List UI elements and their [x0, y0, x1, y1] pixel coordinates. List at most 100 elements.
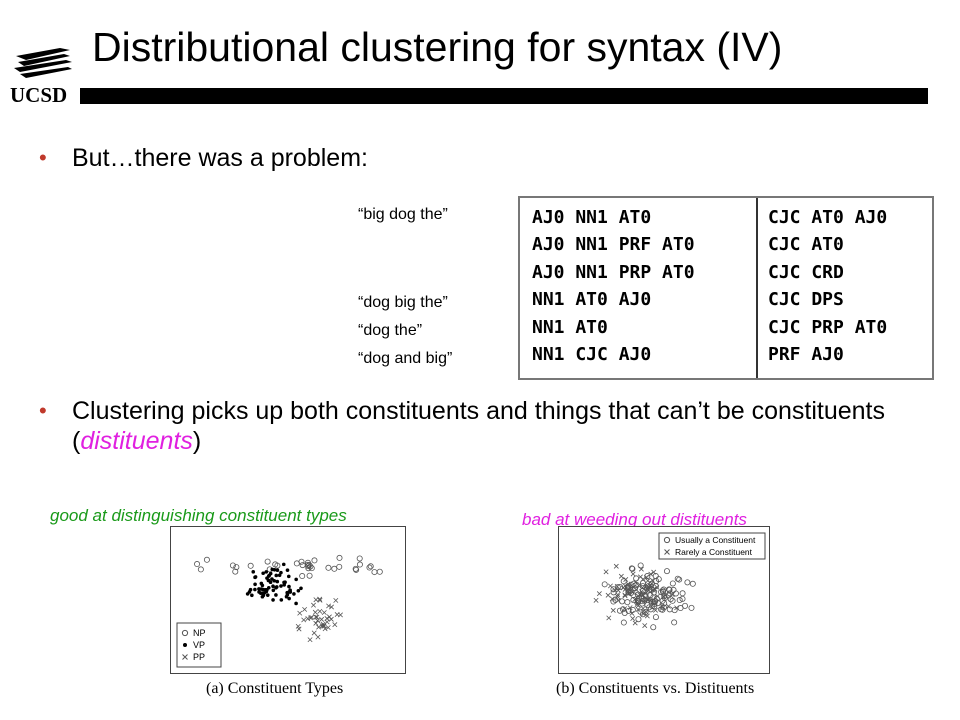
scatter-point-circle	[674, 575, 681, 582]
scatter-point-dot	[253, 575, 258, 579]
tag-cell: CJC AT0	[768, 234, 844, 256]
tag-cell: CJC DPS	[768, 289, 844, 311]
quote-4: “dog and big”	[358, 350, 453, 367]
legend-x-icon	[664, 549, 670, 555]
scatter-point-circle	[353, 566, 360, 573]
caption-good: good at distinguishing constituent types	[50, 506, 347, 525]
bullet-1: • But…there was a problem:	[39, 143, 368, 173]
scatter-point-circle	[620, 578, 627, 585]
tag-cell: NN1 CJC AJ0	[532, 343, 652, 365]
legend-x-icon	[182, 654, 188, 660]
scatter-point-circle	[677, 605, 684, 612]
scatter-point-dot	[287, 596, 291, 601]
scatter-point-x	[622, 583, 628, 589]
scatter-point-x	[333, 597, 339, 603]
scatter-point-dot	[275, 568, 280, 573]
bullet-2-close: )	[192, 427, 202, 455]
scatter-point-circle	[356, 555, 363, 562]
scatter-point-x	[313, 620, 319, 626]
scatter-point-x	[635, 606, 641, 612]
scatter-point-circle	[663, 568, 670, 575]
scatter-point-x	[640, 576, 646, 582]
scatter-point-dot	[268, 571, 273, 576]
scatter-point-circle	[376, 568, 383, 575]
scatter-point-circle	[197, 566, 204, 573]
quote-2: “dog big the”	[358, 294, 448, 311]
scatter-a: NP VP PP	[176, 554, 383, 668]
scatter-point-x	[297, 610, 303, 616]
scatter-point-circle	[229, 562, 236, 569]
scatter-point-circle	[635, 591, 642, 598]
scatter-point-dot	[288, 590, 293, 594]
scatter-point-circle	[635, 616, 642, 623]
scatter-point-x	[639, 589, 645, 595]
scatter-point-x	[635, 602, 641, 608]
scatter-point-x	[325, 625, 331, 631]
legend-box-b	[658, 532, 766, 560]
scatter-point-circle	[620, 619, 627, 626]
scatter-point-circle	[651, 601, 658, 608]
scatter-point-circle	[336, 554, 343, 561]
scatter-point-dot	[299, 586, 303, 591]
scatter-point-circle	[684, 579, 691, 586]
scatter-point-circle	[639, 598, 646, 605]
scatter-point-x	[312, 609, 318, 615]
page-title: Distributional clustering for syntax (IV…	[92, 24, 783, 70]
scatter-point-dot	[286, 574, 291, 579]
table-divider	[756, 198, 758, 378]
tag-column-left: AJ0 NN1 AT0 AJ0 NN1 PRF AT0 AJ0 NN1 PRP …	[532, 204, 695, 368]
scatter-point-x	[315, 618, 321, 624]
scatter-point-x	[640, 605, 646, 611]
quote-3: “dog the”	[358, 322, 423, 339]
scatter-b-points	[593, 562, 696, 631]
scatter-point-x	[659, 603, 665, 609]
scatter-point-circle	[650, 624, 657, 631]
scatter-point-dot	[259, 581, 264, 586]
scatter-point-x	[674, 605, 680, 611]
scatter-point-x	[322, 626, 328, 632]
scatter-point-x	[618, 573, 624, 579]
bullet-dot-icon: •	[39, 398, 47, 423]
scatter-point-circle	[299, 573, 306, 580]
scatter-point-x	[669, 592, 675, 598]
scatter-point-dot	[282, 583, 287, 587]
scatter-point-circle	[666, 590, 673, 597]
logo-text: UCSD	[10, 83, 67, 107]
scatter-point-circle	[203, 556, 210, 563]
scatter-point-circle	[679, 590, 686, 597]
scatter-point-circle	[671, 619, 678, 626]
bullet-dot-icon: •	[39, 145, 47, 170]
legend-circle-icon	[181, 629, 189, 637]
scatter-point-circle	[647, 606, 654, 613]
scatter-point-circle	[264, 558, 271, 565]
scatter-point-x	[614, 583, 620, 589]
scatter-point-dot	[271, 584, 275, 589]
scatter-point-dot	[261, 571, 265, 576]
scatter-point-x	[648, 571, 654, 577]
plot-b-caption: (b) Constituents vs. Distituents	[556, 680, 755, 697]
scatter-point-dot	[274, 593, 278, 597]
tag-cell: CJC AT0 AJ0	[768, 207, 888, 228]
scatter-point-circle	[652, 614, 659, 621]
scatter-point-x	[625, 581, 631, 587]
scatter-point-x	[334, 611, 340, 617]
scatter-point-x	[319, 616, 325, 622]
scatter-point-x	[638, 566, 644, 572]
scatter-point-circle	[331, 565, 338, 572]
scatter-point-x	[605, 592, 611, 598]
scatter-point-x	[661, 594, 667, 600]
scatter-point-x	[612, 587, 618, 593]
scatter-point-x	[622, 592, 628, 598]
scatter-point-x	[613, 563, 619, 569]
tag-cell: CJC PRP AT0	[768, 316, 888, 338]
scatter-point-circle	[336, 563, 343, 570]
scatter-point-circle	[669, 580, 676, 587]
scatter-point-dot	[281, 562, 286, 567]
scatter-point-x	[639, 585, 645, 591]
scatter-point-dot	[251, 570, 256, 574]
scatter-point-dot	[263, 588, 268, 592]
legend-label: Rarely a Constituent	[675, 547, 753, 557]
scatter-point-dot	[247, 590, 252, 594]
legend-label: Usually a Constituent	[675, 535, 756, 545]
caption-bad: bad at weeding out distituents	[522, 510, 747, 529]
